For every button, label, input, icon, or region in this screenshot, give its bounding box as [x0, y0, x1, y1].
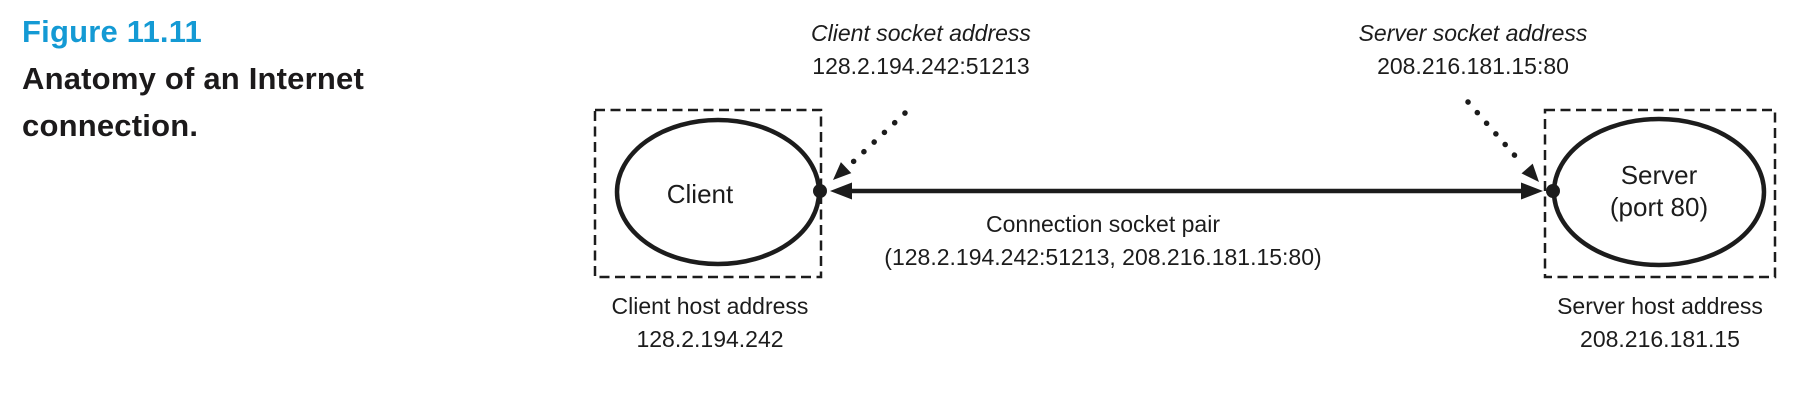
server-socket-pointer-dotted-line — [1465, 99, 1520, 161]
figure-caption: Figure 11.11 Anatomy of an Internet conn… — [22, 8, 454, 149]
server-host-box — [1543, 108, 1777, 279]
server-host-address-value: 208.216.181.15 — [1580, 326, 1740, 352]
server-socket-address-value: 208.216.181.15:80 — [1377, 53, 1569, 79]
connection-socket-pair-value: (128.2.194.242:51213, 208.216.181.15:80) — [884, 244, 1322, 270]
connection-socket-pair-label: Connection socket pair (128.2.194.242:51… — [853, 208, 1353, 274]
client-socket-pointer-arrowhead-icon — [833, 162, 852, 180]
server-node-label: Server (port 80) — [1559, 159, 1759, 223]
server-socket-address-title: Server socket address — [1358, 20, 1588, 46]
client-socket-address-value: 128.2.194.242:51213 — [812, 53, 1030, 79]
client-host-address-value: 128.2.194.242 — [636, 326, 784, 352]
server-socket-dot — [1546, 184, 1560, 198]
figure-title: Anatomy of an Internet connection. — [22, 61, 364, 143]
client-host-box — [593, 108, 823, 279]
client-host-address-title: Client host address — [611, 293, 809, 319]
connection-arrowhead-right-icon — [1521, 182, 1543, 200]
client-host-address-label: Client host address 128.2.194.242 — [510, 290, 910, 356]
server-socket-address-label: Server socket address 208.216.181.15:80 — [1273, 17, 1673, 83]
server-node-port: (port 80) — [1609, 192, 1709, 222]
connection-socket-pair-title: Connection socket pair — [986, 211, 1220, 237]
client-socket-address-title: Client socket address — [811, 20, 1031, 46]
client-socket-dot — [813, 184, 827, 198]
client-socket-pointer-dotted-line — [850, 110, 908, 165]
server-host-address-title: Server host address — [1557, 293, 1763, 319]
server-node-name: Server — [1620, 160, 1698, 190]
server-host-address-label: Server host address 208.216.181.15 — [1460, 290, 1812, 356]
figure-number: Figure 11.11 — [22, 14, 202, 49]
client-node-label: Client — [666, 179, 734, 209]
server-socket-pointer-arrowhead-icon — [1521, 163, 1539, 182]
client-socket-address-label: Client socket address 128.2.194.242:5121… — [721, 17, 1121, 83]
connection-arrowhead-left-icon — [830, 182, 852, 200]
